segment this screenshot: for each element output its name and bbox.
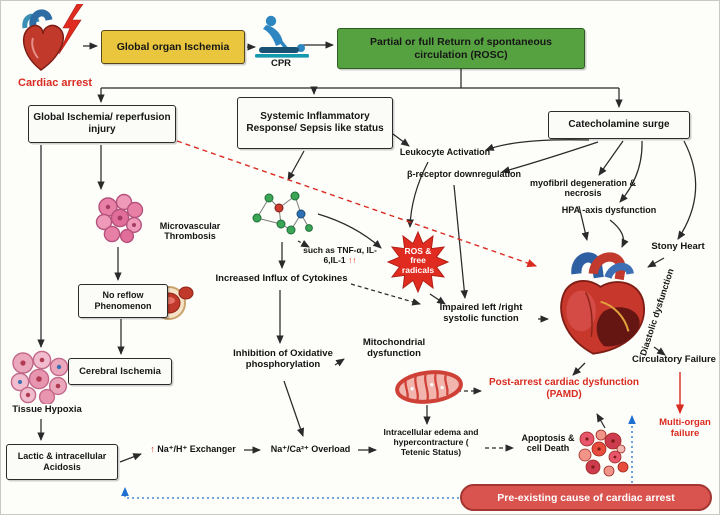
stony-heart-label: Stony Heart [651,241,705,252]
cpr-rescuer-icon [255,15,309,58]
multi-organ-failure-label: Multi-organ failure [659,417,711,439]
cpr-label: CPR [270,58,292,69]
tissue-hypoxia-label: Tissue Hypoxia [12,404,82,415]
cytokine-network-icon [252,191,313,235]
hpa-axis-label: HPA -axis dysfunction [561,205,657,215]
lightning-icon [58,4,84,55]
na-h-exchanger-label: ↑ Na⁺/H⁺ Exchanger [150,444,236,454]
mitochondrial-dysfunction-label: Mitochondrial dysfunction [362,337,426,359]
myofibril-label: myofibril degeneration & necrosis [529,178,636,199]
node-no-reflow: No reflow Phenomenon [78,284,168,318]
up-arrow-icon: ↑ [150,444,155,454]
node-rosc: Partial or full Return of spontaneous ci… [337,28,585,69]
pamd-label: Post-arrest cardiac dysfunction (PAMD) [488,377,640,400]
beta-receptor-label: β-receptor downregulation [407,169,521,179]
injured-heart-lightning-icon [22,4,84,71]
na-ca-overload-label: Na⁺/Ca²⁺ Overload [270,444,351,454]
node-lactic-acidosis: Lactic & intracellular Acidosis [6,444,118,480]
apoptotic-cells-icon [578,429,629,477]
ros-label: ROS & free radicals [401,246,435,275]
apoptosis-label: Apoptosis & cell Death [521,433,575,454]
leukocyte-activation-label: Leukocyte Activation [399,147,491,157]
anatomical-heart-icon [560,252,646,355]
cardiac-arrest-label: Cardiac arrest [18,77,92,89]
impaired-systolic-label: Impaired left /right systolic function [439,302,523,324]
mitochondria-icon [395,370,463,404]
node-catecholamine-surge: Catecholamine surge [548,111,690,139]
intracellular-edema-label: Intracellular edema and hypercontracture… [383,427,479,457]
node-global-organ-ischemia: Global organ Ischemia [101,30,245,64]
node-preexisting-cause: Pre-existing cause of cardiac arrest [460,484,712,511]
node-cerebral-ischemia: Cerebral Ischemia [68,358,172,385]
microthrombi-cluster-icon [95,193,144,244]
node-systemic-inflammatory: Systemic Inflammatory Response/ Sepsis l… [237,97,393,149]
oxphos-inhibition-label: Inhibition of Oxidative phosphorylation [233,348,333,370]
increased-influx-label: Increased Influx of Cytokines [215,273,348,284]
cytokine-examples-label: such as TNF-α, IL-6,IL-1 ↑↑ [303,245,377,265]
circulatory-failure-label: Circulatory Failure [632,354,716,365]
up-arrows-icon: ↑↑ [348,254,357,265]
node-reperfusion-injury: Global Ischemia/ reperfusion injury [28,105,176,143]
microvascular-thrombosis-label: Microvascular Thrombosis [159,221,221,242]
tissue-cells-icon [10,350,69,404]
